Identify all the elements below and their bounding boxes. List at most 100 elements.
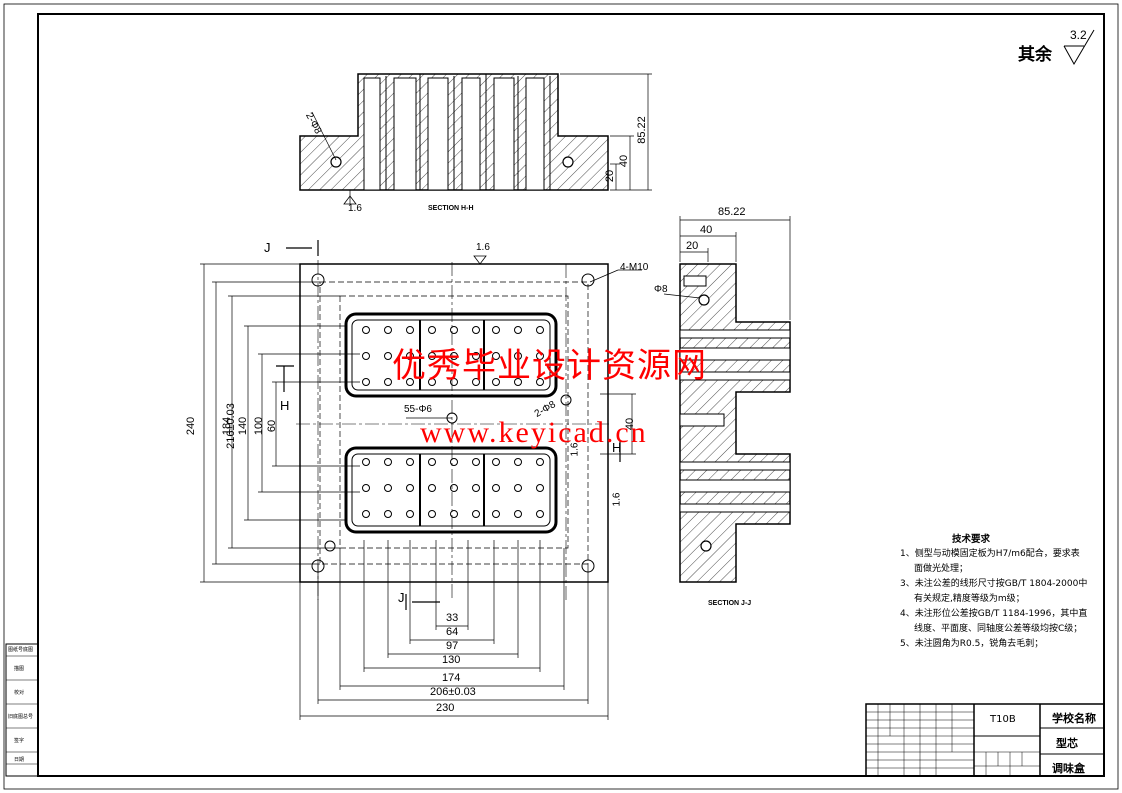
dim-100: 100 xyxy=(253,416,266,436)
ejector-hole xyxy=(472,378,480,386)
ejector-hole xyxy=(450,458,458,466)
technical-notes: 技术要求 1、侧型与动模固定板为H7/m6配合，要求表 面做光处理； 3、未注公… xyxy=(900,532,1087,652)
plan-view xyxy=(200,240,642,720)
inner-border xyxy=(37,13,1105,777)
ejector-hole xyxy=(428,458,436,466)
ejector-hole xyxy=(406,352,414,360)
ejector-hole xyxy=(406,326,414,334)
dim-140: 140 xyxy=(237,416,250,436)
dim-130: 130 xyxy=(442,654,461,666)
section-jj-view xyxy=(663,216,791,583)
ejector-hole xyxy=(406,484,414,492)
side-strip-label: 旧底图总号 xyxy=(8,714,34,720)
note-line: 线度、平面度、同轴度公差等级均按C级； xyxy=(914,624,1083,634)
ejector-hole xyxy=(472,484,480,492)
title-part: 型芯 xyxy=(1056,737,1078,750)
ejector-hole xyxy=(514,352,522,360)
ejector-hole xyxy=(428,352,436,360)
ejector-hole xyxy=(492,458,500,466)
ejector-hole-grid xyxy=(362,326,544,518)
ejector-hole xyxy=(406,378,414,386)
note-line: 5、未注圆角为R0.5，锐角去毛刺； xyxy=(900,639,1044,649)
ejector-hole xyxy=(472,510,480,518)
outer-border xyxy=(3,3,1119,790)
ejector-hole xyxy=(472,326,480,334)
ejector-hole xyxy=(450,326,458,334)
ejector-hole xyxy=(492,326,500,334)
dim-97: 97 xyxy=(446,640,459,652)
ejector-hole xyxy=(384,326,392,334)
jj-callout-hole: Φ8 xyxy=(654,284,668,295)
ejector-hole xyxy=(514,458,522,466)
ejector-hole xyxy=(472,458,480,466)
section-mark-j-bottom: J xyxy=(398,590,405,605)
side-strip-lines xyxy=(5,643,39,777)
side-strip-label: 签字 xyxy=(14,738,25,744)
ejector-hole xyxy=(514,326,522,334)
dim-60: 60 xyxy=(266,419,279,433)
ejector-hole xyxy=(472,352,480,360)
callout-1.6-top: 1.6 xyxy=(476,242,490,253)
note-line: 有关规定,精度等级为m级； xyxy=(914,594,1025,604)
section-mark-h-left: H xyxy=(280,398,290,413)
note-line: 3、未注公差的线形尺寸按GB/T 1804-2000中 xyxy=(900,579,1088,589)
title-school: 学校名称 xyxy=(1052,712,1096,725)
hh-dim-40: 40 xyxy=(618,154,631,168)
dim-33: 33 xyxy=(446,612,459,624)
jj-dim-20: 20 xyxy=(686,240,699,252)
section-jj-title: SECTION J-J xyxy=(708,600,752,607)
side-strip-label: 日期 xyxy=(14,757,25,763)
jj-dim-40: 40 xyxy=(700,224,713,236)
ejector-hole xyxy=(492,484,500,492)
ejector-hole xyxy=(536,352,544,360)
ejector-hole xyxy=(492,510,500,518)
ejector-hole xyxy=(362,378,370,386)
ejector-hole xyxy=(514,484,522,492)
ejector-hole xyxy=(406,510,414,518)
ejector-hole xyxy=(384,458,392,466)
hh-dim-85: 85.22 xyxy=(635,116,648,144)
title-block-lines xyxy=(865,703,1105,777)
roughness-value: 3.2 xyxy=(1070,28,1087,42)
hh-dim-1.6: 1.6 xyxy=(348,203,362,214)
dim-174: 174 xyxy=(442,672,461,684)
callout-1.6-right: 1.6 xyxy=(611,492,623,507)
dim-240: 240 xyxy=(185,416,198,436)
ejector-hole xyxy=(536,378,544,386)
ejector-hole xyxy=(492,378,500,386)
ejector-hole xyxy=(492,352,500,360)
ejector-hole xyxy=(536,484,544,492)
callout-m10: 4-M10 xyxy=(620,262,649,273)
dim-206: 206±0.03 xyxy=(430,686,476,698)
roughness-label: 其余 xyxy=(1018,45,1052,65)
watermark-text: 优秀毕业设计资源网 xyxy=(392,346,707,386)
ejector-hole xyxy=(536,510,544,518)
ejector-hole xyxy=(428,378,436,386)
note-line: 面做光处理； xyxy=(914,564,969,574)
ejector-hole xyxy=(384,352,392,360)
ejector-hole xyxy=(384,378,392,386)
ejector-hole xyxy=(362,352,370,360)
ejector-hole xyxy=(428,484,436,492)
ejector-hole xyxy=(514,378,522,386)
title-drawing: 调味盒 xyxy=(1052,762,1085,775)
dim-184: 184 xyxy=(221,416,234,436)
ejector-hole xyxy=(536,458,544,466)
ejector-hole xyxy=(362,510,370,518)
ejector-hole xyxy=(362,484,370,492)
ejector-hole xyxy=(428,326,436,334)
ejector-hole xyxy=(384,484,392,492)
roughness-symbol xyxy=(1063,29,1095,66)
watermark-url: www.keyicad.cn xyxy=(420,416,648,449)
dim-230: 230 xyxy=(436,702,455,714)
section-mark-h-right: H xyxy=(612,440,622,455)
notes-title: 技术要求 xyxy=(952,534,991,545)
ejector-hole xyxy=(362,326,370,334)
callout-ejector: 55-Φ6 xyxy=(404,404,432,415)
section-hh-view xyxy=(299,73,652,205)
ejector-hole xyxy=(384,510,392,518)
ejector-hole xyxy=(536,326,544,334)
ejector-hole xyxy=(406,458,414,466)
side-strip-label: 图纸号底图 xyxy=(8,647,34,653)
section-hh-title: SECTION H-H xyxy=(428,205,474,212)
